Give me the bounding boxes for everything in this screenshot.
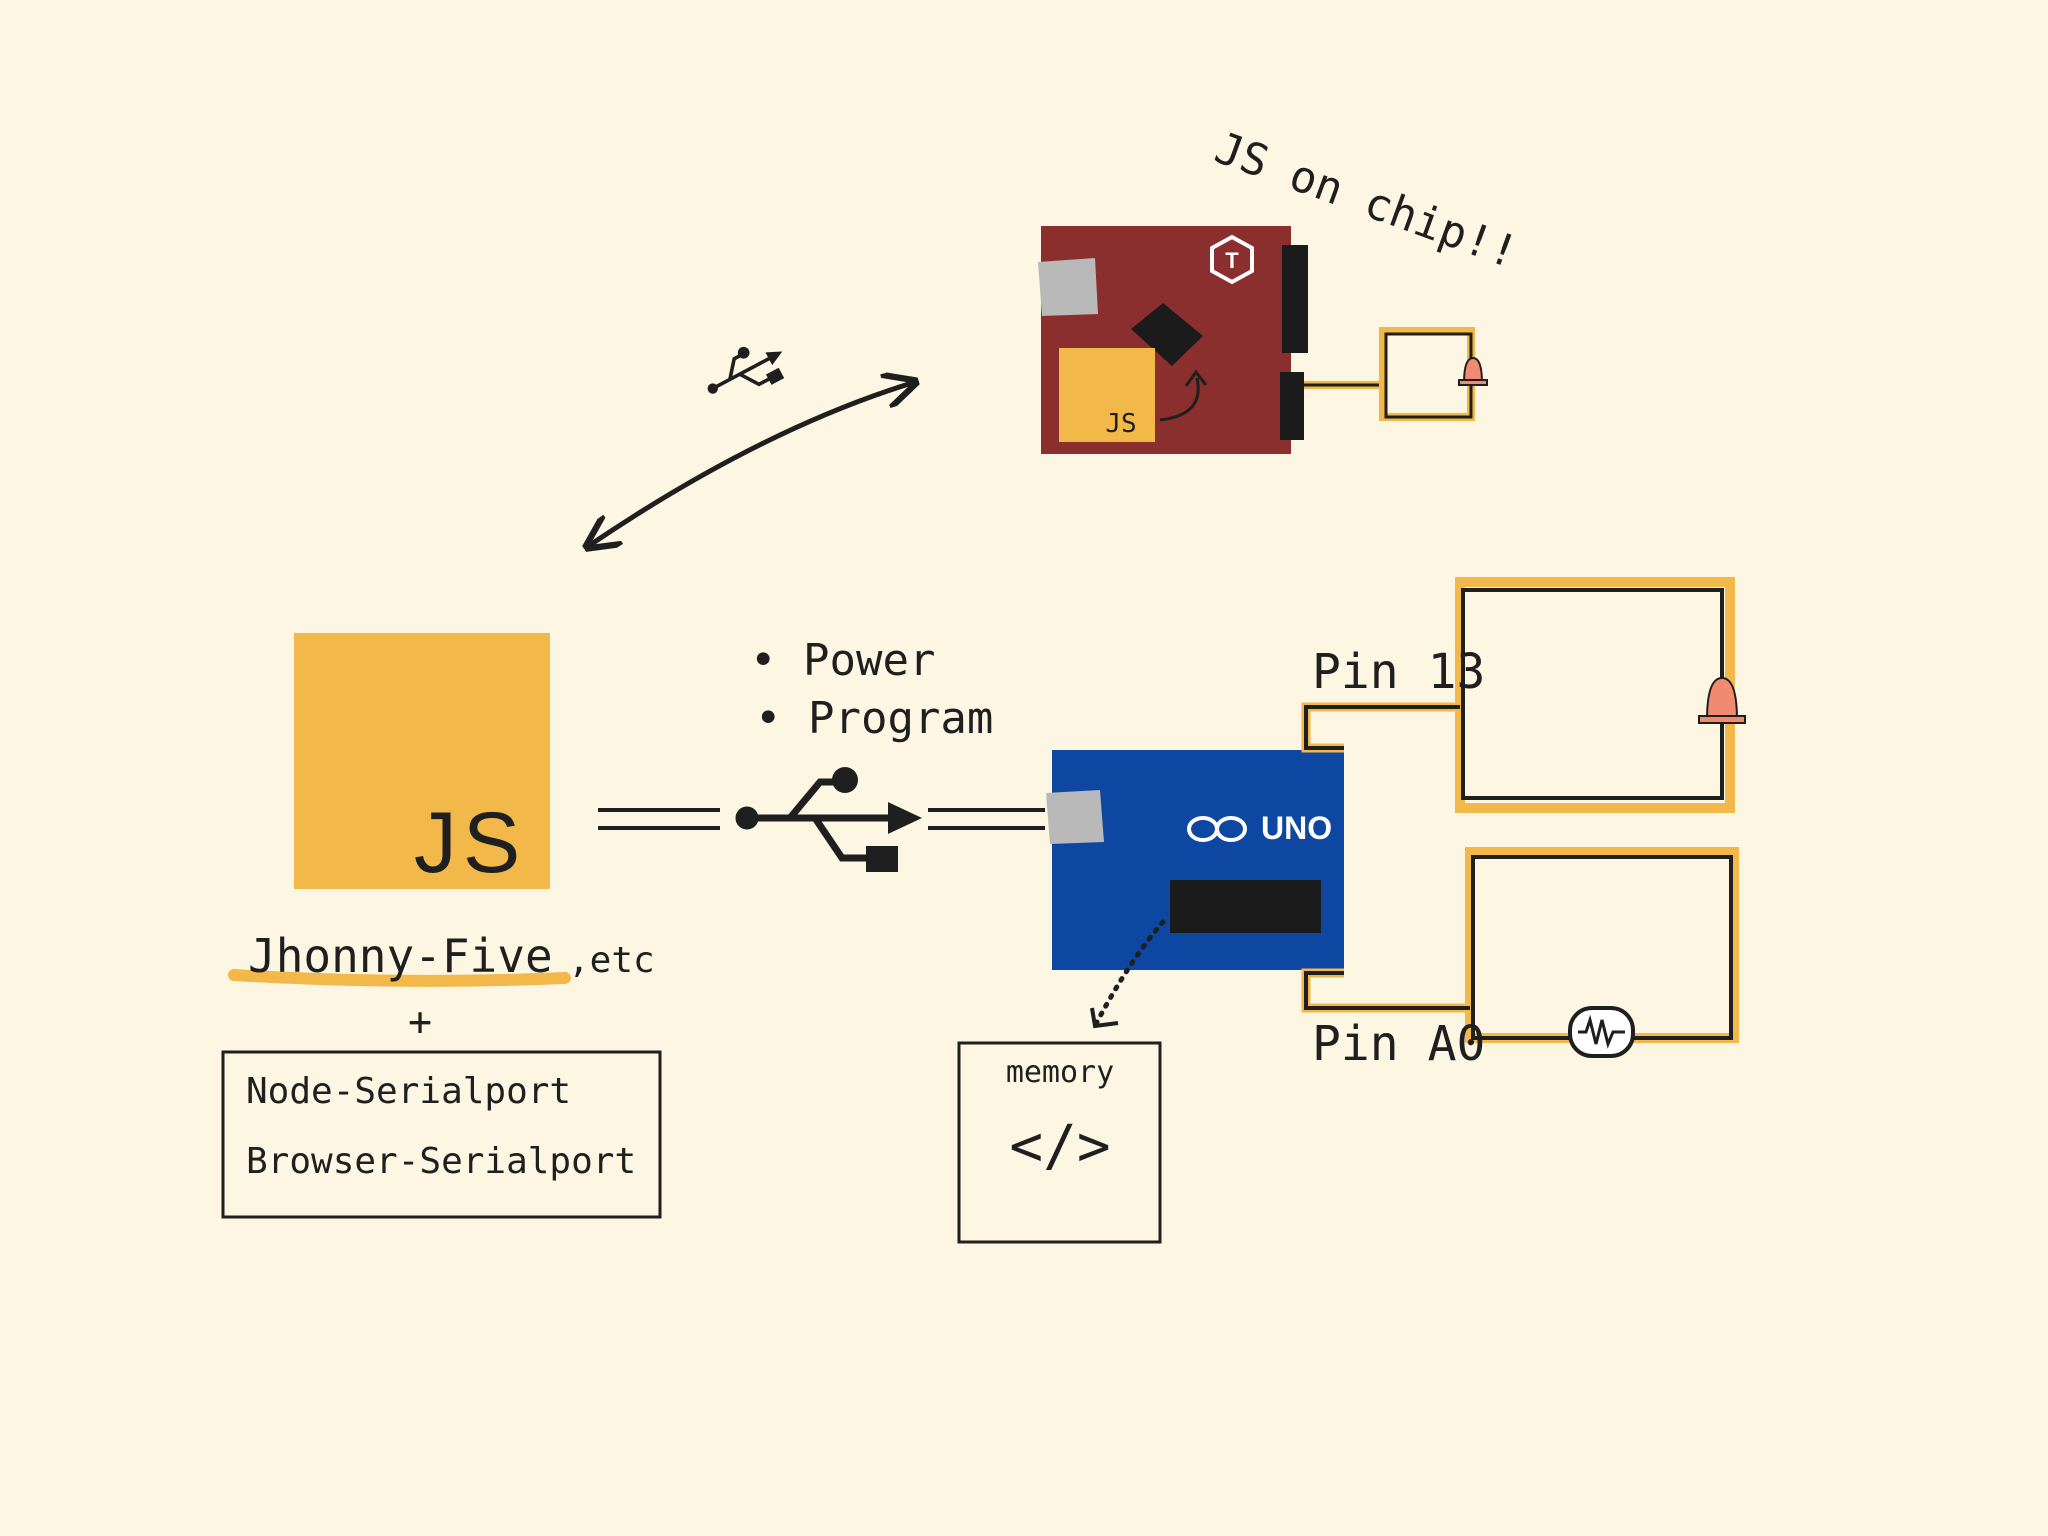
library-underline <box>228 969 571 987</box>
js-chip <box>1059 348 1155 442</box>
pin-13-label: Pin 13 <box>1312 644 1485 700</box>
tessel-logo-icon: T <box>1210 234 1254 285</box>
sensor-circuit <box>1301 847 1739 1058</box>
memory-pointer <box>1094 919 1166 1025</box>
plus-sign: + <box>408 999 432 1045</box>
bidirectional-arrow <box>590 383 912 545</box>
tessel-usb-port <box>1038 258 1098 316</box>
serial-line-browser: Browser-Serialport <box>246 1141 636 1182</box>
arduino-uno-board: UNO <box>1046 750 1344 970</box>
led-icon <box>1698 676 1746 724</box>
header-top <box>1282 245 1308 353</box>
serial-line-node: Node-Serialport <box>246 1071 571 1112</box>
photoresistor-icon <box>1568 1006 1635 1058</box>
tessel-board: T JS <box>1038 226 1308 454</box>
header-bottom <box>1280 372 1304 440</box>
memory-pointer-head <box>1090 1007 1119 1029</box>
js-chip-label: JS <box>1105 409 1136 439</box>
chip-black <box>1131 303 1203 366</box>
usb-icon <box>735 767 922 872</box>
chip-led-circuit <box>1304 327 1488 421</box>
js-logo-text: JS <box>414 795 526 891</box>
bullet-power: • Power <box>750 635 935 686</box>
usb-port <box>1046 790 1104 844</box>
led-circuit <box>1301 577 1746 813</box>
pin-a0-label: Pin A0 <box>1312 1016 1485 1072</box>
arduino-infinity-icon <box>1187 816 1247 842</box>
uno-label: UNO <box>1261 810 1332 846</box>
bullet-program: • Program <box>755 693 993 744</box>
library-suffix: ,etc <box>568 940 655 981</box>
chip-curved-arrow <box>1159 377 1200 422</box>
serialport-box: Node-Serialport Browser-Serialport <box>221 1050 662 1219</box>
usb-icon-small <box>707 346 785 394</box>
memory-label: memory <box>1006 1055 1114 1090</box>
memory-box: memory </> <box>957 1041 1162 1244</box>
library-label: Jhonny-Five <box>248 929 553 983</box>
js-logo: JS <box>294 633 550 891</box>
code-glyph: </> <box>1009 1114 1110 1179</box>
microcontroller-chip <box>1170 880 1321 933</box>
svg-text:T: T <box>1225 248 1239 273</box>
usb-cable-right <box>928 808 1045 830</box>
usb-cable-left <box>598 808 720 830</box>
led-icon-small <box>1458 356 1488 386</box>
